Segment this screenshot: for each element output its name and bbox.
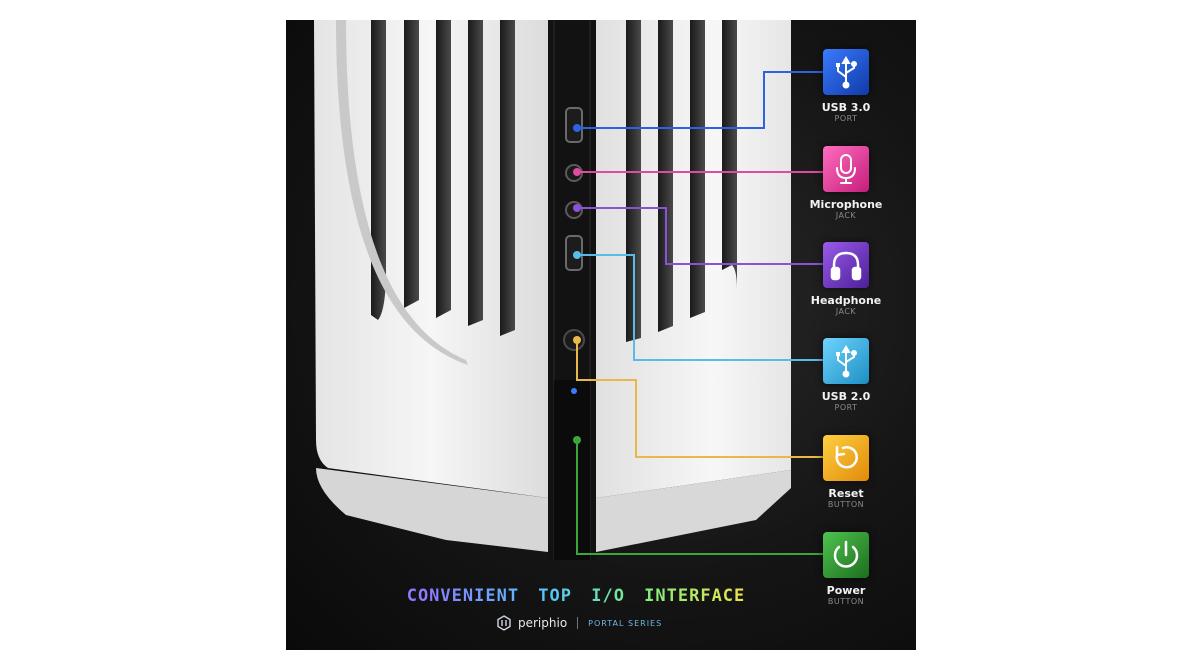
brand-divider xyxy=(577,617,579,629)
usb-icon xyxy=(823,49,869,95)
usb2-connector-line xyxy=(577,254,824,361)
brand-footer: periphio PORTAL SERIES xyxy=(496,615,662,631)
reset-connector-line xyxy=(576,340,824,458)
power-connector-line xyxy=(576,440,824,555)
reset-icon xyxy=(823,435,869,481)
port-sublabel: PORT xyxy=(834,403,858,412)
port-usb2: USB 2.0 PORT xyxy=(796,338,896,413)
headphone-icon xyxy=(823,242,869,288)
usb3-slot xyxy=(565,107,583,143)
port-label: Microphone xyxy=(809,198,883,211)
periphio-logo-icon xyxy=(497,615,511,631)
brand-name: periphio xyxy=(518,616,568,630)
port-label: USB 3.0 xyxy=(821,101,871,114)
port-microphone: Microphone JACK xyxy=(796,146,896,221)
port-headphone: Headphone JACK xyxy=(796,242,896,317)
power-icon xyxy=(823,532,869,578)
connector-dots xyxy=(573,124,581,444)
product-image-panel: USB 3.0 PORT Microphone JACK Headphone J… xyxy=(286,20,916,650)
port-sublabel: BUTTON xyxy=(827,500,865,509)
port-label: Reset xyxy=(828,487,864,500)
port-power: Power BUTTON xyxy=(796,532,896,607)
usb-icon xyxy=(823,338,869,384)
port-label: USB 2.0 xyxy=(821,390,871,403)
left-vents xyxy=(371,20,515,336)
brand-series: PORTAL SERIES xyxy=(588,618,663,628)
microphone-icon xyxy=(823,146,869,192)
right-vents xyxy=(626,20,737,342)
port-sublabel: JACK xyxy=(835,211,857,220)
port-reset: Reset BUTTON xyxy=(796,435,896,510)
port-sublabel: JACK xyxy=(835,307,857,316)
port-usb3: USB 3.0 PORT xyxy=(796,49,896,124)
port-sublabel: PORT xyxy=(834,114,858,123)
port-sublabel: BUTTON xyxy=(796,597,896,607)
port-label: Headphone xyxy=(810,294,882,307)
headphone-connector-line xyxy=(577,207,824,265)
usb3-connector-line xyxy=(577,71,824,129)
headline: CONVENIENT TOP I/O INTERFACE xyxy=(286,586,866,606)
power-led xyxy=(571,388,577,394)
pc-case-illustration xyxy=(314,20,824,560)
port-label: Power xyxy=(796,585,896,597)
